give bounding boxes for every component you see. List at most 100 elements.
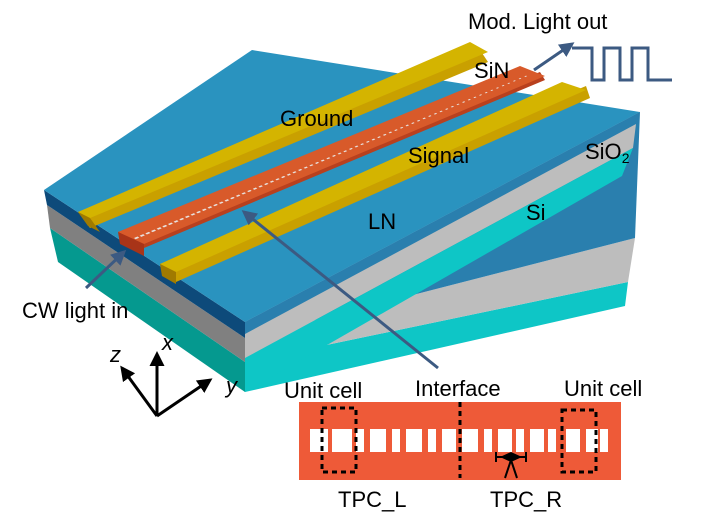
grating-hole (230, 196, 235, 200)
ground-electrode-end (78, 212, 100, 232)
grating-hole (513, 80, 516, 82)
ln-top-right-overlay (245, 112, 640, 334)
grating-hole (399, 126, 404, 129)
grating-hole (315, 161, 320, 164)
coordinate-axes: z x y (109, 330, 239, 418)
sin-waveguide-end (118, 232, 144, 256)
grating-hole (524, 75, 527, 77)
grating-hole (139, 234, 145, 237)
grating-hole (445, 108, 449, 110)
label-sio2: SiO2 (585, 139, 630, 166)
signal-electrode-end (160, 264, 176, 284)
grating-hole (269, 180, 275, 183)
grating-hole (150, 229, 157, 233)
signal-electrode-top (160, 82, 586, 272)
label-sio2-subscript: 2 (622, 150, 630, 166)
label-sin: SiN (474, 58, 509, 83)
grating-hole (507, 82, 511, 85)
label-mod-light-out: Mod. Light out (468, 9, 607, 34)
grating-hole (292, 171, 297, 174)
si-layer-left-face (50, 228, 245, 392)
grating-hole (235, 194, 241, 197)
grating-hole (456, 103, 460, 106)
grating-hole (201, 208, 207, 211)
label-tpc-r: TPC_R (490, 487, 562, 512)
unit-cell-left-box (320, 406, 358, 474)
grating-hole (501, 84, 505, 87)
grating-hole (156, 227, 162, 230)
si-right-overlay (245, 148, 633, 392)
grating-hole (264, 182, 269, 186)
grating-hole (411, 122, 415, 124)
grating-hole (173, 220, 179, 223)
grating-hole (371, 138, 376, 141)
grating-hole (473, 96, 477, 99)
grating-hole (439, 110, 443, 113)
grating-hole (405, 124, 409, 127)
period-marker (495, 452, 527, 479)
grating-hole (416, 119, 421, 122)
inset-hole (370, 429, 386, 452)
inset-hole (356, 429, 364, 452)
grating-hole (207, 206, 213, 209)
axis-x-label: x (161, 330, 174, 355)
grating-hole (428, 115, 432, 117)
inset-hole (516, 429, 524, 452)
grating-hole (145, 231, 151, 235)
grating-hole (241, 192, 246, 195)
light-in-arrow (84, 249, 127, 290)
grating-hole (286, 173, 291, 176)
modulated-signal-waveform (572, 46, 672, 82)
sin-waveguide-top (118, 66, 545, 244)
grating-hole (303, 166, 308, 169)
grating-hole (252, 187, 258, 190)
grating-hole (190, 213, 196, 216)
label-ground: Ground (280, 106, 353, 131)
unit-cell-right-box (560, 408, 598, 474)
grating-hole (281, 175, 286, 179)
axis-z-arrow (120, 365, 159, 417)
grating-hole (450, 105, 454, 108)
photonic-crystal-holes (134, 75, 527, 240)
label-interface: Interface (415, 376, 501, 401)
axis-y-label: y (224, 373, 239, 398)
ground-electrode-top (78, 42, 488, 218)
inset-hole (530, 429, 544, 452)
grating-hole (496, 87, 499, 89)
axis-y-arrow (156, 378, 213, 418)
grating-hole (224, 199, 230, 202)
grating-hole (518, 77, 522, 80)
grating-hole (394, 129, 398, 132)
grating-hole (326, 157, 331, 160)
si-layer-right-face (245, 282, 628, 392)
grating-hole (377, 136, 381, 139)
grating-hole (484, 91, 488, 94)
label-si: Si (526, 200, 546, 225)
grating-hole (343, 150, 348, 153)
grating-hole (354, 145, 359, 148)
label-signal: Signal (408, 143, 469, 168)
grating-hole (213, 203, 218, 207)
sin-waveguide (118, 66, 545, 256)
grating-hole (365, 140, 370, 143)
inset-hole (498, 429, 512, 452)
inset-hole (600, 429, 608, 452)
grating-hole (298, 168, 303, 172)
inset-hole (392, 429, 400, 452)
grating-hole (360, 143, 364, 146)
interface-pointer-arrow (241, 210, 439, 370)
label-unit-cell-right: Unit cell (564, 376, 642, 401)
light-out-arrow (533, 42, 575, 72)
grating-hole (382, 133, 387, 136)
grating-hole (258, 185, 263, 188)
grating-hole (388, 131, 393, 134)
grating-hole (275, 178, 280, 181)
inset-hole (442, 429, 456, 452)
inset-hole (428, 429, 436, 452)
inset-hole (462, 429, 478, 452)
axis-z-label: z (109, 342, 121, 367)
label-ln: LN (368, 209, 396, 234)
inset-hole (548, 429, 556, 452)
grating-hole (162, 224, 168, 228)
